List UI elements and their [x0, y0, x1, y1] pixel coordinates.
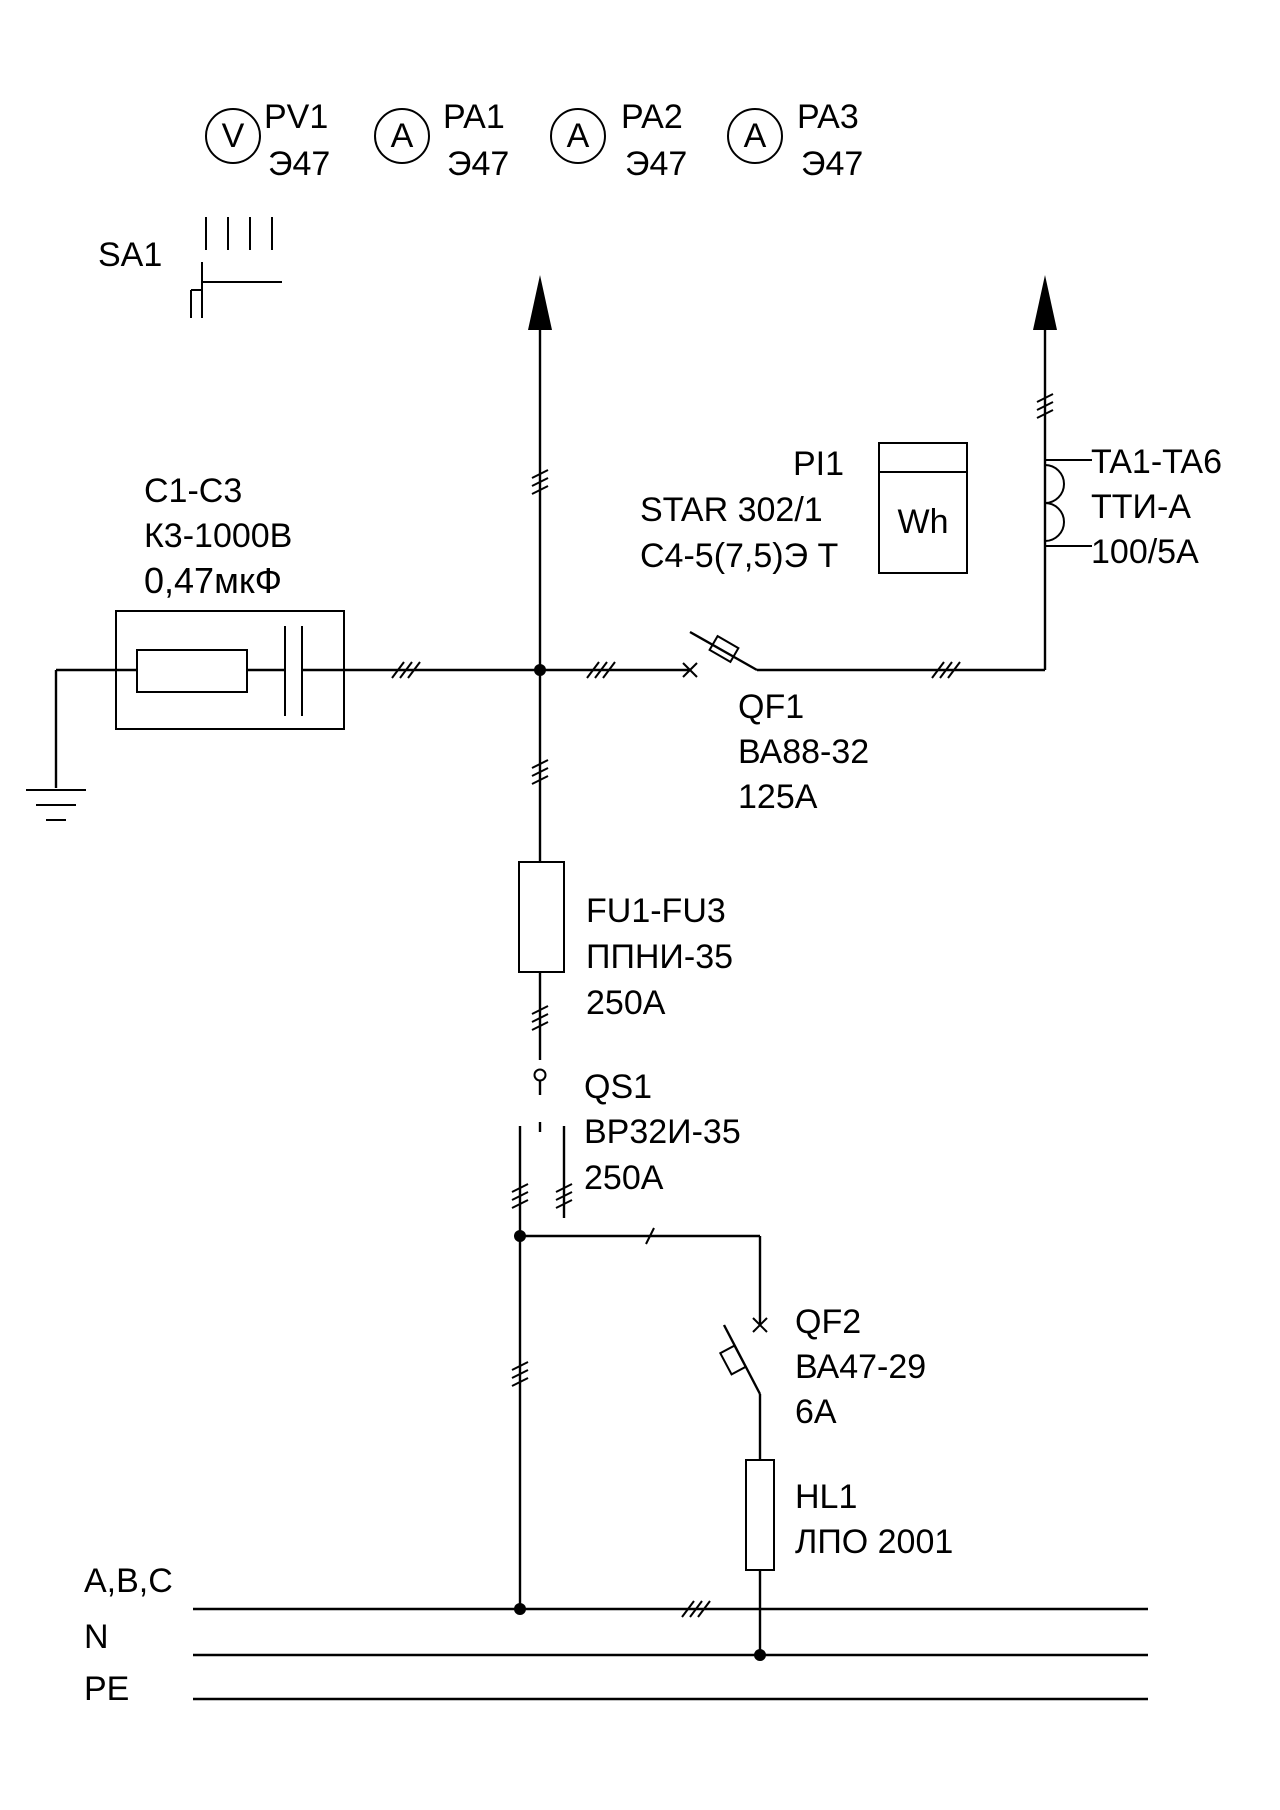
- switch-sa1: SA1: [98, 217, 282, 318]
- ammeter-symbol: A: [391, 117, 414, 155]
- qs1-type: ВР32И-35: [584, 1113, 741, 1151]
- meter-designation: PI1: [793, 445, 844, 483]
- ammeter-pa2: A PA2 Э47: [550, 98, 687, 183]
- hl1-designation: HL1: [795, 1478, 857, 1516]
- qf1-type: ВА88-32: [738, 733, 869, 771]
- fuse-rating: 250А: [586, 984, 666, 1022]
- ammeter-type: Э47: [801, 145, 863, 183]
- qf2-type: ВА47-29: [795, 1348, 926, 1386]
- busbar-phase-label: A,B,C: [84, 1562, 173, 1600]
- ammeter-type: Э47: [625, 145, 687, 183]
- fuse-type: ППНИ-35: [586, 938, 733, 976]
- lower-trunk: [511, 1126, 529, 1615]
- ammeter-symbol-circle: [550, 108, 606, 164]
- busbars: A,B,C N PE: [84, 1562, 1148, 1708]
- lamp-hl1: HL1 ЛПО 2001: [745, 1459, 953, 1661]
- qf2-designation: QF2: [795, 1303, 861, 1341]
- voltmeter-symbol-circle: [205, 108, 261, 164]
- qf1-release-symbol: [708, 634, 740, 664]
- wh-meter-box: [878, 442, 968, 574]
- qf1-rating: 125А: [738, 778, 818, 816]
- ammeter-symbol-circle: [374, 108, 430, 164]
- ammeter-designation: PA3: [797, 98, 859, 136]
- lamp-symbol: [745, 1459, 775, 1571]
- fuse-fu1-fu3: FU1-FU3 ППНИ-35 250А: [518, 861, 733, 1022]
- ammeter-pa3: A PA3 Э47: [727, 98, 863, 183]
- ammeter-pa1: A PA1 Э47: [374, 98, 509, 183]
- ct-ratio: 100/5А: [1091, 533, 1199, 571]
- ammeter-symbol: A: [567, 117, 590, 155]
- voltmeter-type: Э47: [268, 145, 330, 183]
- ammeter-symbol: A: [744, 117, 767, 155]
- current-transformer-ta1-ta6: TA1-TA6 ТТИ-А 100/5А: [1033, 275, 1222, 670]
- ct-designation: TA1-TA6: [1091, 443, 1222, 481]
- busbar-neutral-label: N: [84, 1618, 109, 1656]
- capacitor-designation: С1-С3: [144, 472, 242, 510]
- ammeter-symbol-circle: [727, 108, 783, 164]
- capacitor-c1-c3: С1-С3 К3-1000В 0,47мкФ: [26, 472, 540, 821]
- hl1-type: ЛПО 2001: [795, 1523, 953, 1561]
- output-arrow-up: [1033, 275, 1057, 330]
- breaker-qf1-branch: QF1 ВА88-32 125А: [540, 630, 1045, 816]
- qs1-designation: QS1: [584, 1068, 652, 1106]
- voltmeter-designation: PV1: [264, 98, 328, 136]
- energy-meter-pi1: PI1 STAR 302/1 С4-5(7,5)Э Т Wh: [640, 442, 968, 575]
- qf2-release-symbol: [718, 1344, 748, 1376]
- busbar-pe-label: PE: [84, 1670, 129, 1708]
- capacitor-rating: 0,47мкФ: [144, 560, 282, 601]
- meter-model: STAR 302/1: [640, 491, 823, 529]
- fuse-designation: FU1-FU3: [586, 892, 726, 930]
- qs1-rating: 250А: [584, 1159, 664, 1197]
- ct-winding-icon: [1044, 464, 1065, 542]
- capacitor-type: К3-1000В: [144, 517, 292, 555]
- ground-icon: [26, 789, 86, 821]
- switch-sa1-label: SA1: [98, 236, 162, 274]
- disconnector-qs1: QS1 ВР32И-35 250А: [533, 1068, 741, 1218]
- qs1-contact: [533, 1068, 547, 1082]
- ammeter-designation: PA1: [443, 98, 505, 136]
- voltmeter-symbol: V: [222, 117, 245, 155]
- breaker-qf2-branch: QF2 ВА47-29 6А: [520, 1227, 926, 1460]
- qf2-rating: 6А: [795, 1393, 837, 1431]
- ammeter-designation: PA2: [621, 98, 683, 136]
- qf1-designation: QF1: [738, 688, 804, 726]
- meter-type: С4-5(7,5)Э Т: [640, 537, 838, 575]
- wh-meter-symbol: Wh: [898, 503, 949, 541]
- ammeter-type: Э47: [447, 145, 509, 183]
- voltmeter-pv1: V PV1 Э47: [205, 98, 330, 183]
- ct-type: ТТИ-А: [1091, 488, 1191, 526]
- feeder-arrow-up: [528, 275, 552, 330]
